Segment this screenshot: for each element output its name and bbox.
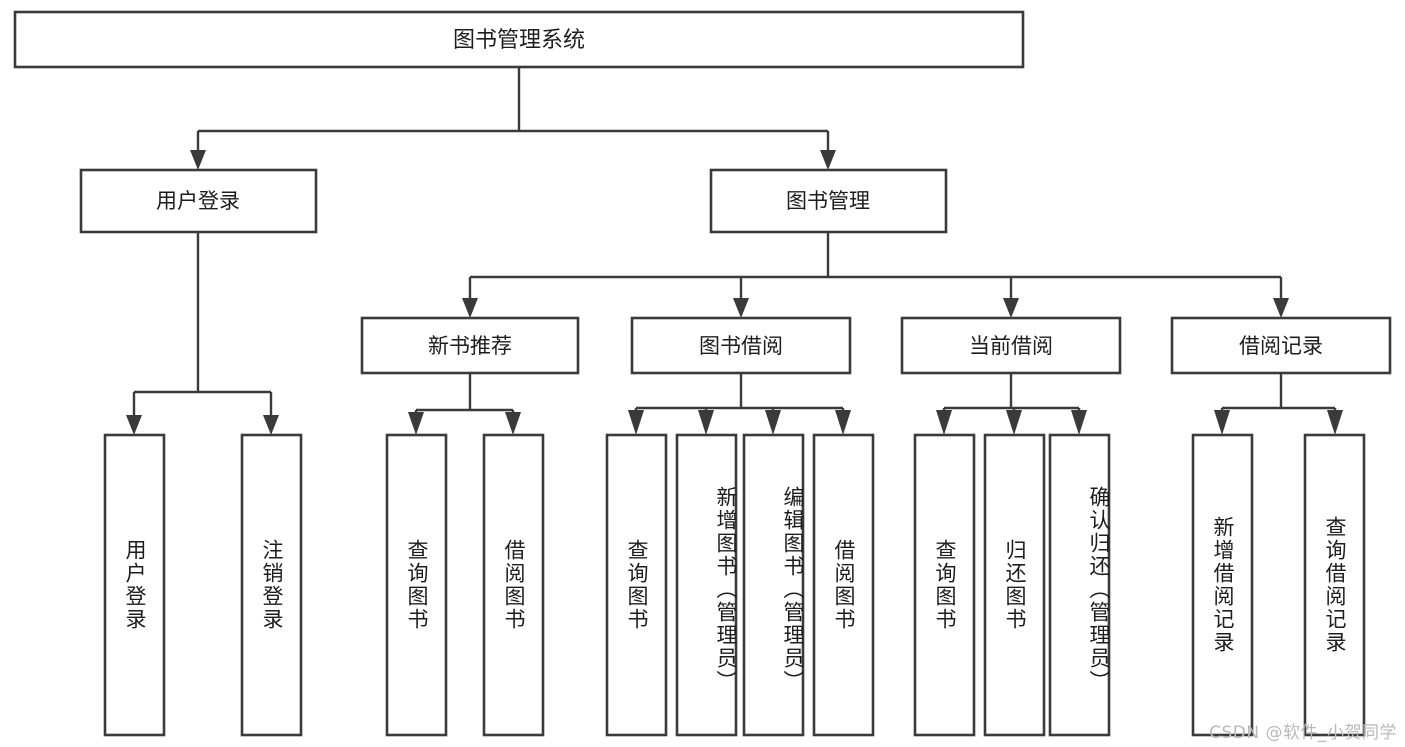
leaf-box-query-book-cb[interactable] <box>913 433 976 737</box>
node-new-book-recommend-label: 新书推荐 <box>428 334 512 358</box>
node-new-book-recommend[interactable]: 新书推荐 <box>360 316 580 375</box>
node-user-login-box <box>79 168 318 234</box>
arrow-head-icon <box>1214 410 1230 435</box>
node-book-borrow-label: 图书借阅 <box>699 334 783 358</box>
arrow-head-icon <box>1003 298 1019 318</box>
leaf-label-query-borrow-record: 查询借阅记录 <box>1323 516 1347 654</box>
node-new-book-recommend-box <box>360 316 580 375</box>
node-book-management-box <box>709 168 948 234</box>
arrow-head-icon <box>126 415 142 435</box>
node-book-borrow[interactable]: 图书借阅 <box>630 316 852 375</box>
node-current-borrow-label: 当前借阅 <box>969 334 1053 358</box>
node-current-borrow-box <box>900 316 1122 375</box>
leaf-box-borrow-book-rec[interactable] <box>482 433 545 737</box>
leaf-label-logout-login: 注销登录 <box>260 539 284 631</box>
node-book-management[interactable]: 图书管理 <box>709 168 948 234</box>
node-borrow-record-label: 借阅记录 <box>1239 334 1323 358</box>
leaf-box-query-book-rec[interactable] <box>385 433 448 737</box>
leaf-label-query-book-cb: 查询图书 <box>933 539 957 631</box>
arrow-head-icon <box>820 150 836 170</box>
node-root-system[interactable]: 图书管理系统 <box>13 10 1025 69</box>
leaf-box-return-book[interactable] <box>983 433 1046 737</box>
arrow-head-icon <box>733 298 749 318</box>
leaf-box-borrow-book-bb[interactable] <box>812 433 875 737</box>
arrow-head-icon <box>263 415 279 435</box>
leaf-box-logout-login[interactable] <box>240 433 303 737</box>
arrow-head-icon <box>1273 298 1289 318</box>
leaf-box-add-book-admin[interactable] <box>675 433 738 737</box>
leaf-label-edit-book-admin: 编辑图书（管理员） <box>781 485 805 693</box>
node-borrow-record-box <box>1170 316 1392 375</box>
node-current-borrow[interactable]: 当前借阅 <box>900 316 1122 375</box>
leaf-box-query-borrow-record[interactable] <box>1303 433 1366 737</box>
arrow-head-icon <box>505 412 521 435</box>
leaf-label-borrow-book-rec: 借阅图书 <box>502 539 526 631</box>
leaf-label-query-book-rec: 查询图书 <box>405 539 429 631</box>
arrow-head-icon <box>408 412 424 435</box>
leaf-box-layer <box>103 433 1366 737</box>
arrow-head-icon <box>1006 410 1022 435</box>
arrow-head-icon <box>190 150 206 170</box>
arrow-head-icon <box>1327 410 1343 435</box>
node-borrow-record[interactable]: 借阅记录 <box>1170 316 1392 375</box>
arrow-head-icon <box>835 410 851 435</box>
node-root-box <box>13 10 1025 69</box>
leaf-box-add-borrow-record[interactable] <box>1191 433 1254 737</box>
arrow-head-icon <box>765 410 781 435</box>
arrow-head-icon <box>698 410 714 435</box>
leaf-box-user-login[interactable] <box>103 433 166 737</box>
arrow-head-icon <box>1071 410 1087 435</box>
leaf-label-return-book: 归还图书 <box>1003 539 1027 631</box>
connector-layer <box>126 67 1343 435</box>
node-user-login-label: 用户登录 <box>156 189 240 213</box>
leaf-label-confirm-return: 确认归还（管理员） <box>1087 485 1111 693</box>
leaf-label-add-borrow-record: 新增借阅记录 <box>1211 516 1235 654</box>
leaf-label-borrow-book-bb: 借阅图书 <box>832 539 856 631</box>
node-book-management-label: 图书管理 <box>786 189 870 213</box>
arrow-head-icon <box>628 410 644 435</box>
node-root-label: 图书管理系统 <box>453 28 585 53</box>
arrow-head-icon <box>462 298 478 318</box>
leaf-box-query-book-bb[interactable] <box>605 433 668 737</box>
leaf-label-user-login: 用户登录 <box>123 539 147 631</box>
leaf-box-edit-book-admin[interactable] <box>742 433 805 737</box>
node-book-borrow-box <box>630 316 852 375</box>
node-user-login[interactable]: 用户登录 <box>79 168 318 234</box>
leaf-label-add-book-admin: 新增图书（管理员） <box>714 485 738 693</box>
leaf-label-query-book-bb: 查询图书 <box>625 539 649 631</box>
leaf-box-confirm-return[interactable] <box>1048 433 1111 737</box>
arrow-head-icon <box>936 410 952 435</box>
